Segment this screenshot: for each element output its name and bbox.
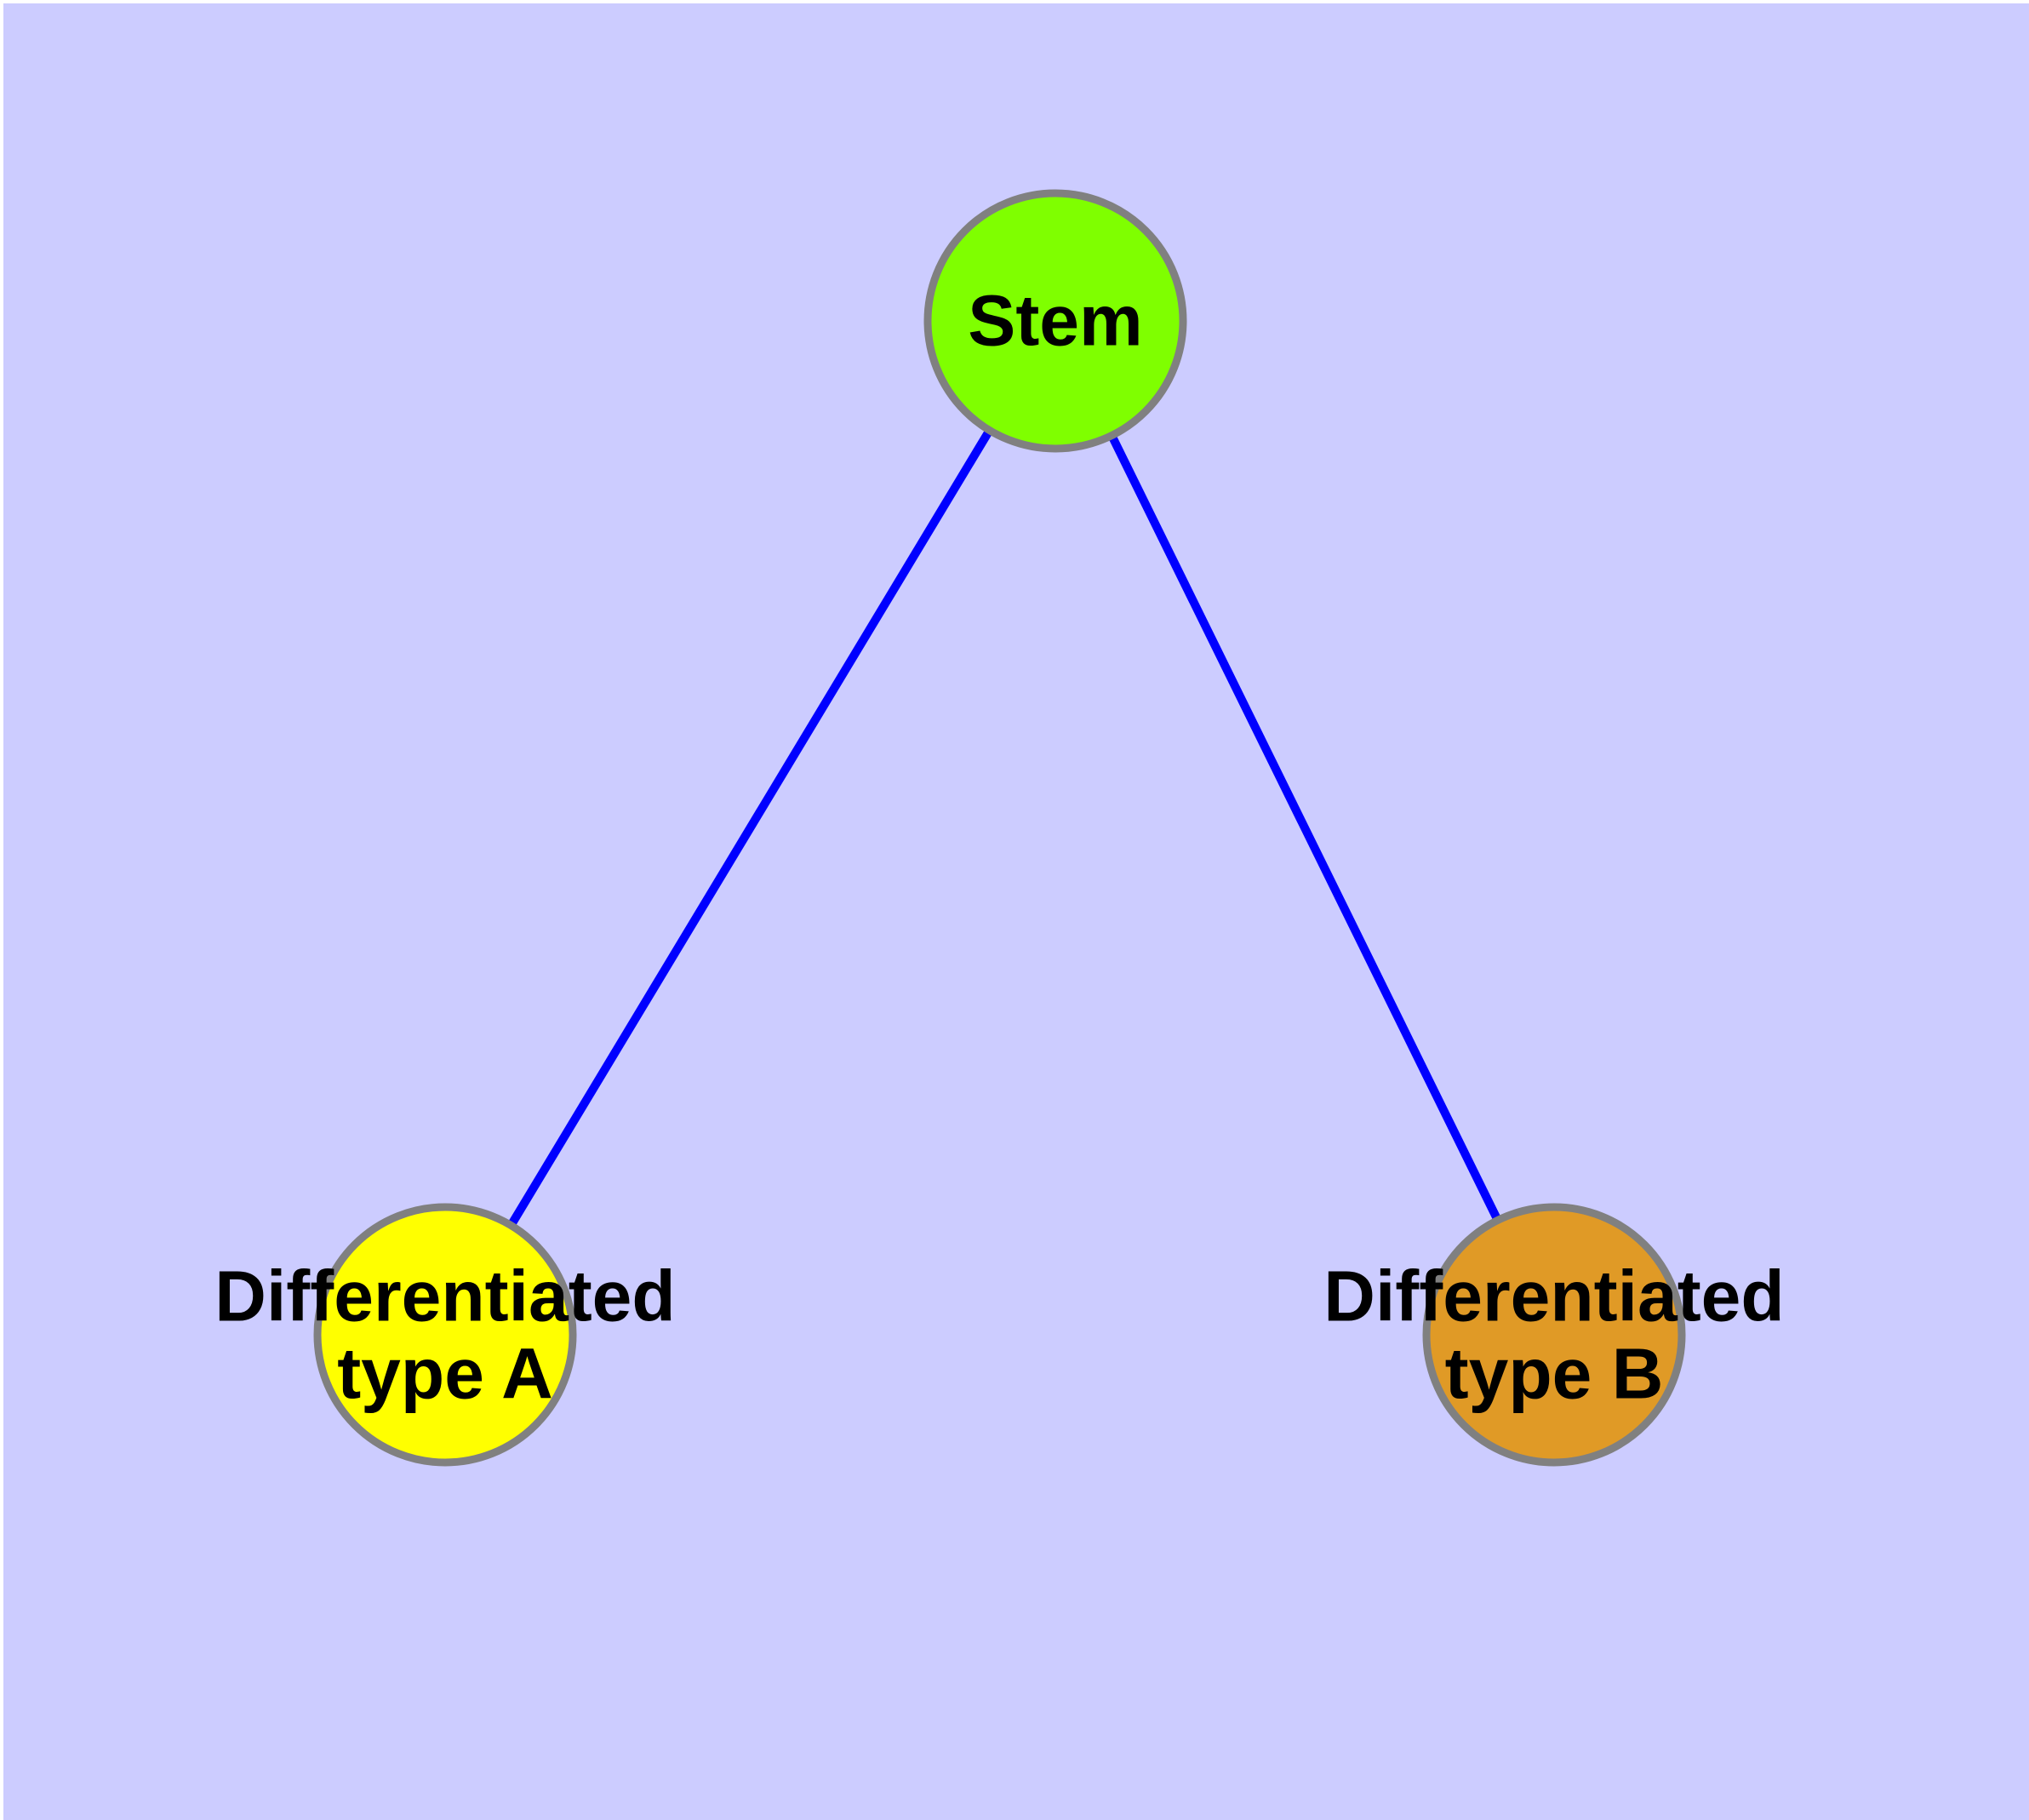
edge-stem-to-differentiated-type-a[interactable] [504, 423, 997, 1233]
edges-group [504, 423, 1504, 1233]
node-circle-stem[interactable] [923, 189, 1187, 453]
node-circle-differentiated-type-a[interactable] [313, 1203, 577, 1467]
graph-svg [313, 189, 1686, 1467]
edge-stem-to-differentiated-type-b[interactable] [1106, 428, 1504, 1228]
node-circle-differentiated-type-b[interactable] [1422, 1203, 1686, 1467]
nodes-group [313, 189, 1686, 1467]
